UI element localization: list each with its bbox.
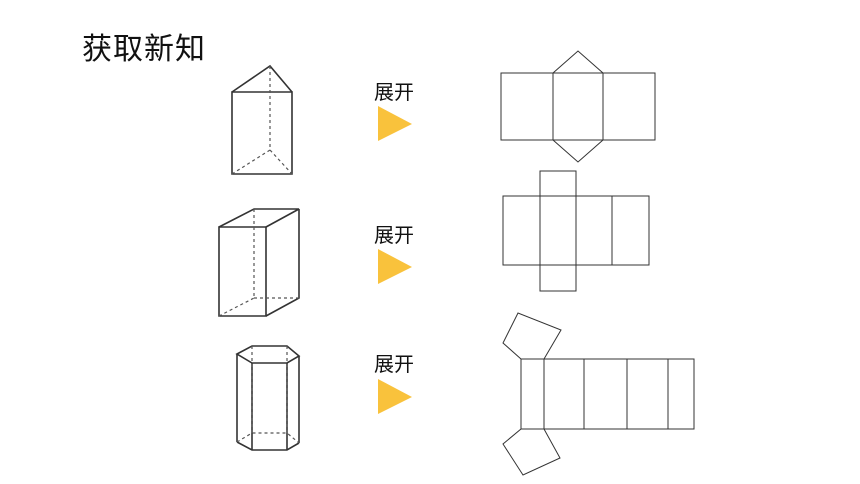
unfold-label-3: 展开 — [374, 352, 414, 376]
page-title: 获取新知 — [82, 32, 206, 67]
unfold-label-2: 展开 — [374, 223, 414, 247]
unfold-label-1: 展开 — [374, 80, 414, 104]
